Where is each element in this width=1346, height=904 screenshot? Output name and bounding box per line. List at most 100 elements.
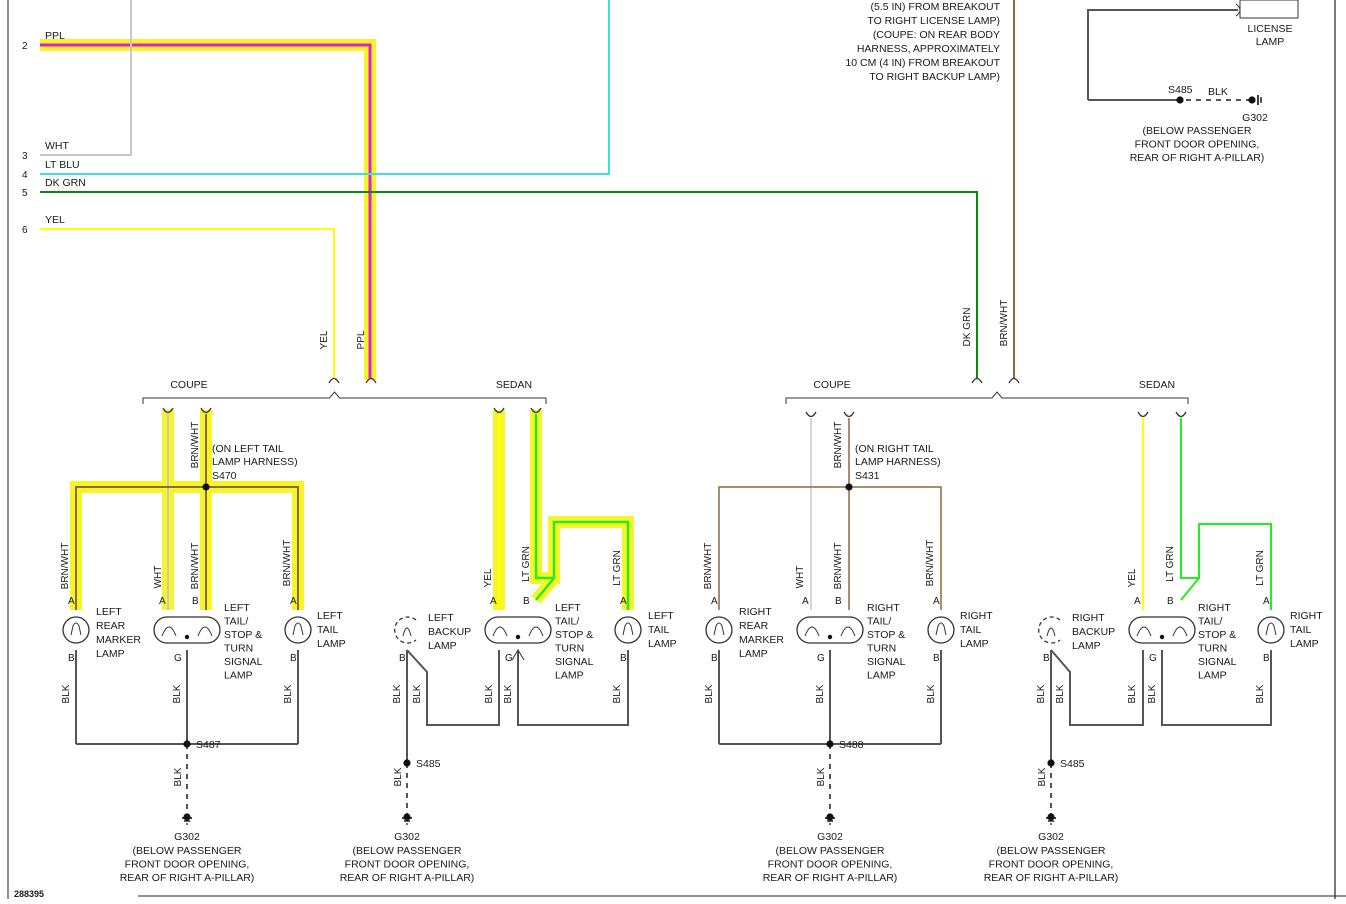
right-sedan-yel-label: YEL	[1127, 568, 1138, 587]
top-note-line-0: (5.5 IN) FROM BREAKOUT	[870, 1, 1000, 13]
left-tst-lamp-pin-g: G	[174, 653, 182, 664]
left-tst-lamp-label-line-1: TAIL/	[224, 616, 248, 628]
right-marker-brnwht-label: BRN/WHT	[703, 543, 714, 590]
left-tst-lamp-pin-b: B	[192, 596, 199, 607]
right-tail-lamp-filament	[935, 622, 947, 636]
wire-license-lamp	[1087, 9, 1238, 100]
left-sedan-tail-ltgrn-label: LT GRN	[612, 550, 623, 586]
splice-s470-dot	[202, 483, 210, 491]
left-marker-lamp-label-line-0: LEFT	[96, 606, 122, 618]
left-tst-lamp-label-line-5: LAMP	[224, 670, 253, 682]
left-sedan-tst-lamp-label-line-2: STOP &	[555, 629, 593, 641]
wire-ppl	[40, 43, 372, 378]
connector-yel-coupe-left	[328, 377, 340, 384]
right-marker-lamp-label-line-0: RIGHT	[739, 606, 772, 618]
top-note-line-2: (COUPE: ON REAR BODY	[873, 29, 1000, 41]
left-sedan-tail-lamp-label-line-2: LAMP	[648, 638, 677, 650]
right-coupe-blk-drop-label-1: BLK	[815, 684, 826, 703]
left-tail-lamp-filament	[292, 622, 304, 636]
left-coupe-blk-drop-label-0: BLK	[61, 684, 72, 703]
component-layer	[62, 0, 1299, 825]
connector-right-sedan-yel	[1137, 411, 1149, 418]
right-sedan-tst-lamp-label-line-5: LAMP	[1198, 670, 1227, 682]
ground-left-sedan-ground-dot	[403, 813, 411, 821]
right-sedan-tail-lamp-filament	[1265, 622, 1277, 636]
pin-number-4: 4	[22, 170, 28, 181]
drop-ppl-label: PPL	[356, 330, 367, 349]
right-tail-brnwht-label: BRN/WHT	[925, 540, 936, 587]
right-sedan-tst-lamp-housing	[1128, 616, 1196, 644]
ground-left-sedan-ground-note-line-0: (BELOW PASSENGER	[353, 845, 462, 857]
drop-brnwht-label: BRN/WHT	[999, 300, 1010, 347]
right-marker-lamp-label-line-1: REAR	[739, 620, 769, 632]
ground-top-name: G302	[1242, 112, 1268, 124]
right-marker-lamp-pin-b: B	[711, 653, 718, 664]
wire-blk-top-label: BLK	[1208, 86, 1228, 98]
left-sedan-tail-lamp-label-line-0: LEFT	[648, 610, 674, 622]
left-sedan-blk-label-3: BLK	[484, 684, 495, 703]
wire-right-s431-bus	[718, 486, 942, 610]
right-sedan-blk-label-2: BLK	[1055, 684, 1066, 703]
left-tst-lamp-label-line-0: LEFT	[224, 602, 250, 614]
right-tst-lamp-ground-dot	[827, 634, 833, 640]
right-sedan-tail-lamp-housing	[1257, 616, 1285, 644]
left-sedan-blk-label-1: BLK	[392, 684, 403, 703]
right-sedan-tail-lamp-pin-a: A	[1263, 596, 1270, 607]
ground-right-sedan-ground-note-line-2: REAR OF RIGHT A-PILLAR)	[984, 872, 1119, 884]
left-sedan-tst-lamp-housing	[484, 616, 552, 644]
ground-right-coupe-ground-note-line-0: (BELOW PASSENGER	[776, 845, 885, 857]
left-sedan-tst-lamp-pin-b: B	[523, 596, 530, 607]
left-sedan-tst-lamp-pin-g: G	[505, 653, 513, 664]
right-tail-lamp-pin-a: A	[933, 596, 940, 607]
left-sedan-tail-lamp-housing	[614, 616, 642, 644]
left-tail-lamp-housing	[284, 616, 312, 644]
right-sedan-tst-lamp-filament-b	[1172, 626, 1188, 637]
right-sedan-tail-lamp-pin-b: B	[1263, 653, 1270, 664]
wire-right-sedan-ltgrn-diag	[1180, 577, 1200, 601]
left-tst-lamp-filament-a	[161, 626, 177, 637]
pin-number-2: 2	[22, 41, 28, 52]
left-sedan-tst-lamp-filament-a	[492, 626, 508, 637]
left-sedan-tail-lamp-pin-b: B	[620, 653, 627, 664]
left-marker-lamp-pin-a: A	[68, 596, 75, 607]
license-lamp-label-line-1: LAMP	[1256, 36, 1285, 48]
right-backup-lamp-housing	[1038, 616, 1061, 644]
left-tail-lamp-label-line-1: TAIL	[317, 624, 339, 636]
ground-right-sedan-splice-label: S485	[1060, 758, 1085, 770]
connector-brnwht-coupe-right	[1008, 377, 1020, 384]
wire-yel	[40, 228, 335, 378]
wire-left-sedan-ltgrn-diag	[535, 577, 555, 601]
right-backup-lamp-pin-b: B	[1043, 653, 1050, 664]
ground-right-sedan-ground-name: G302	[1038, 831, 1064, 843]
left-sedan-ltgrn-label: LT GRN	[521, 546, 532, 582]
wire-ltblu-label: LT BLU	[45, 159, 80, 171]
right-sedan-tail-lamp-label-line-1: TAIL	[1290, 624, 1312, 636]
right-tst-lamp-housing	[796, 616, 864, 644]
left-sedan-blk-label-4: BLK	[503, 684, 514, 703]
right-sedan-blk-loop	[1161, 650, 1272, 726]
ground-left-coupe-ground-note-line-2: REAR OF RIGHT A-PILLAR)	[120, 872, 255, 884]
wire-right-sedan-ltgrn	[1180, 418, 1272, 610]
pin-number-3: 3	[22, 151, 28, 162]
right-backup-lamp-filament	[1046, 627, 1056, 637]
left-tail-lamp-label-line-0: LEFT	[317, 610, 343, 622]
right-sedan-blk-label-1: BLK	[1036, 684, 1047, 703]
right-tst-lamp-pin-a: A	[802, 596, 809, 607]
ground-top-note-line-2: REAR OF RIGHT A-PILLAR)	[1130, 152, 1265, 164]
splice-s485-top-label: S485	[1168, 84, 1193, 96]
right-tst-lamp-label-line-2: STOP &	[867, 629, 905, 641]
left-marker-lamp-label-line-3: LAMP	[96, 648, 125, 660]
left-marker-lamp-label-line-2: MARKER	[96, 634, 141, 646]
right-sedan-tst-lamp-pin-b: B	[1167, 596, 1174, 607]
ground-right-coupe-splice-label: S488	[839, 739, 864, 751]
ground-left-coupe-blk-label: BLK	[173, 767, 184, 786]
left-sedan-tst-lamp-label-line-0: LEFT	[555, 602, 581, 614]
left-tail-lamp-pin-b: B	[290, 653, 297, 664]
right-sedan-blk-label-3: BLK	[1127, 684, 1138, 703]
right-variant-brace	[785, 391, 1189, 404]
ground-left-sedan-ground-note-line-2: REAR OF RIGHT A-PILLAR)	[340, 872, 475, 884]
ground-right-sedan-ground-note-line-0: (BELOW PASSENGER	[997, 845, 1106, 857]
right-sedan-tail-ltgrn-label: LT GRN	[1255, 550, 1266, 586]
right-tst-lamp-label-line-4: SIGNAL	[867, 656, 906, 668]
